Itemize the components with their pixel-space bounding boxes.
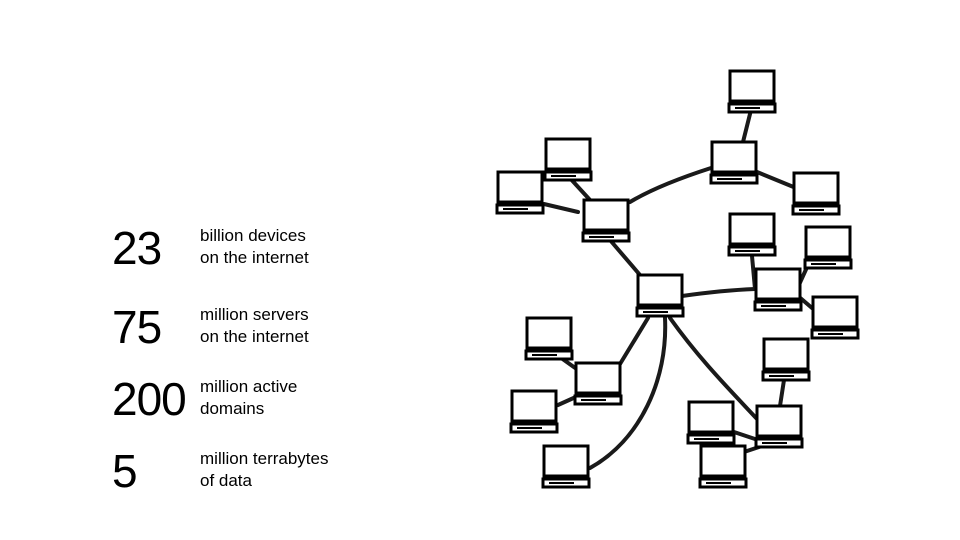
stat-description-line: million terrabytes <box>200 449 329 468</box>
computer-icon <box>698 444 748 489</box>
network-link <box>628 166 713 204</box>
network-computers <box>495 69 860 489</box>
stat-description-line: million active <box>200 377 298 396</box>
network-link <box>680 287 757 298</box>
computer-icon <box>635 273 685 318</box>
computer-icon <box>753 267 803 312</box>
computer-icon <box>524 316 574 361</box>
network-link <box>608 238 642 277</box>
computer-icon <box>573 361 623 406</box>
stat-description: billion devices on the internet <box>200 225 420 269</box>
computer-icon <box>581 198 631 243</box>
stat-description-line: million servers <box>200 305 309 324</box>
network-illustration <box>495 69 860 489</box>
network-link <box>732 430 760 442</box>
computer-icon <box>686 400 736 445</box>
stat-description: million active domains <box>200 376 420 420</box>
network-link <box>741 108 753 144</box>
stat-description: million terrabytes of data <box>200 448 420 492</box>
stat-description-line: on the internet <box>200 327 309 346</box>
stat-description-line: of data <box>200 471 252 490</box>
network-link <box>755 170 798 190</box>
stat-number: 200 <box>112 373 187 425</box>
stat-description-line: on the internet <box>200 248 309 267</box>
network-link <box>588 316 668 470</box>
stat-number: 5 <box>112 445 138 497</box>
network-link <box>668 316 760 422</box>
computer-icon <box>541 444 591 489</box>
stat-number: 23 <box>112 222 162 274</box>
network-link <box>778 378 786 408</box>
stat-description-line: domains <box>200 399 265 418</box>
computer-icon <box>791 171 841 216</box>
computer-icon <box>543 137 593 182</box>
stat-description: million servers on the internet <box>200 304 420 348</box>
computer-icon <box>754 404 804 449</box>
computer-icon <box>810 295 860 340</box>
computer-icon <box>495 170 545 215</box>
computer-icon <box>761 337 811 382</box>
network-connections <box>542 108 814 470</box>
computer-icon <box>509 389 559 434</box>
computer-icon <box>727 69 777 114</box>
computer-icon <box>727 212 777 257</box>
computer-icon <box>803 225 853 270</box>
stat-description-line: billion devices <box>200 226 306 245</box>
computer-icon <box>709 140 759 185</box>
network-link <box>542 202 580 214</box>
stat-number: 75 <box>112 301 162 353</box>
network-link <box>618 316 650 366</box>
